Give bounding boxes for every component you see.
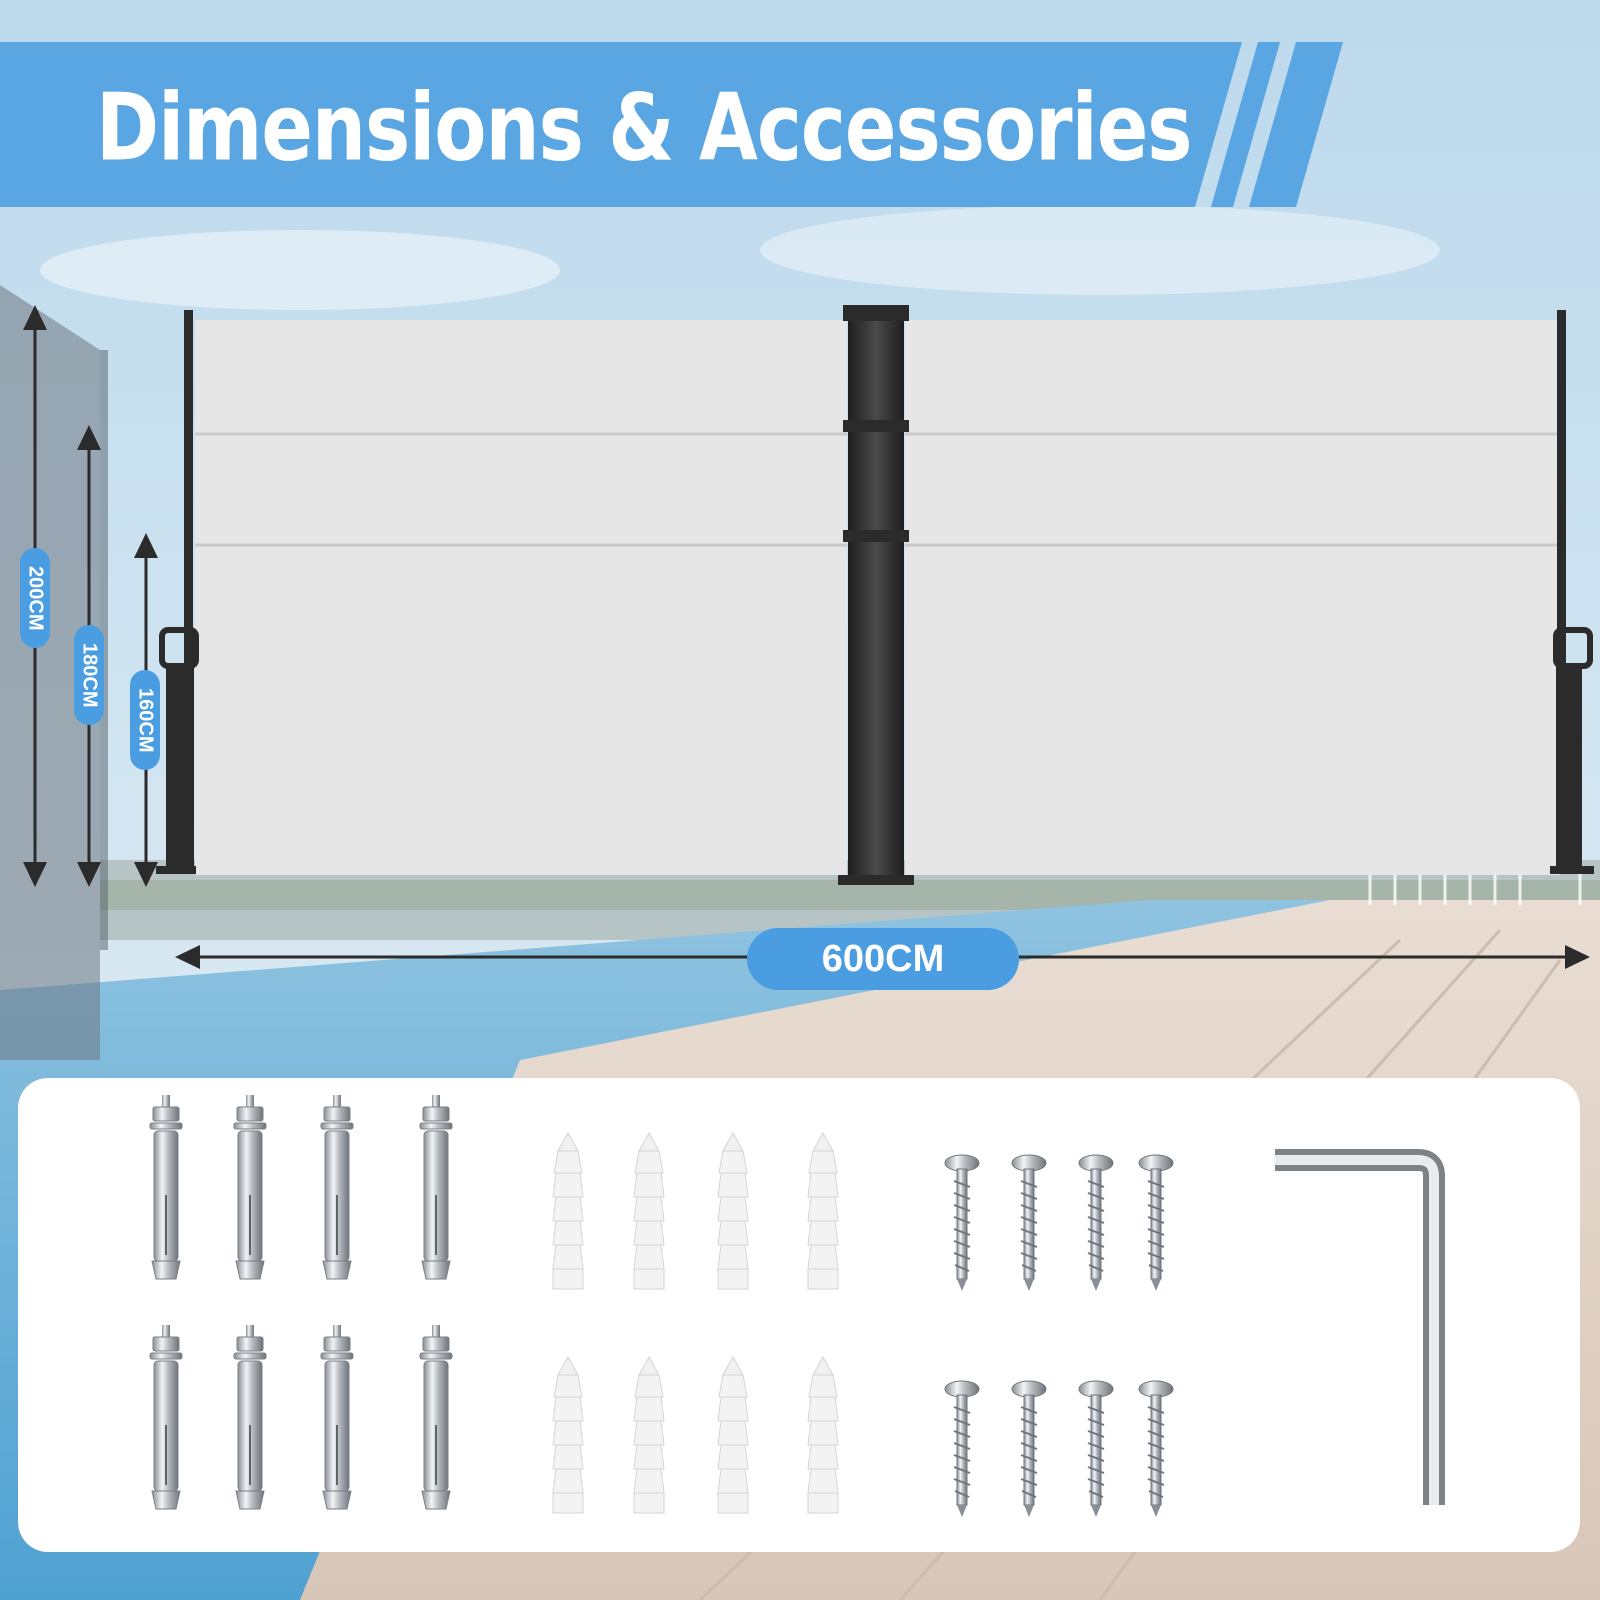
- allen-key-icon: [1275, 1149, 1445, 1505]
- height-label-160: 160CM: [130, 670, 160, 770]
- width-label-600: 600CM: [747, 928, 1019, 990]
- expansion-bolt-icon: [149, 1094, 453, 1510]
- title-banner: [0, 42, 1343, 207]
- page-title: Dimensions & Accessories: [96, 73, 1192, 182]
- wall-plug-icon: [552, 1132, 839, 1514]
- height-label-180: 180CM: [74, 625, 104, 725]
- height-label-200: 200CM: [20, 548, 50, 648]
- screw-icon: [944, 1154, 1174, 1518]
- privacy-screen: [156, 305, 1594, 885]
